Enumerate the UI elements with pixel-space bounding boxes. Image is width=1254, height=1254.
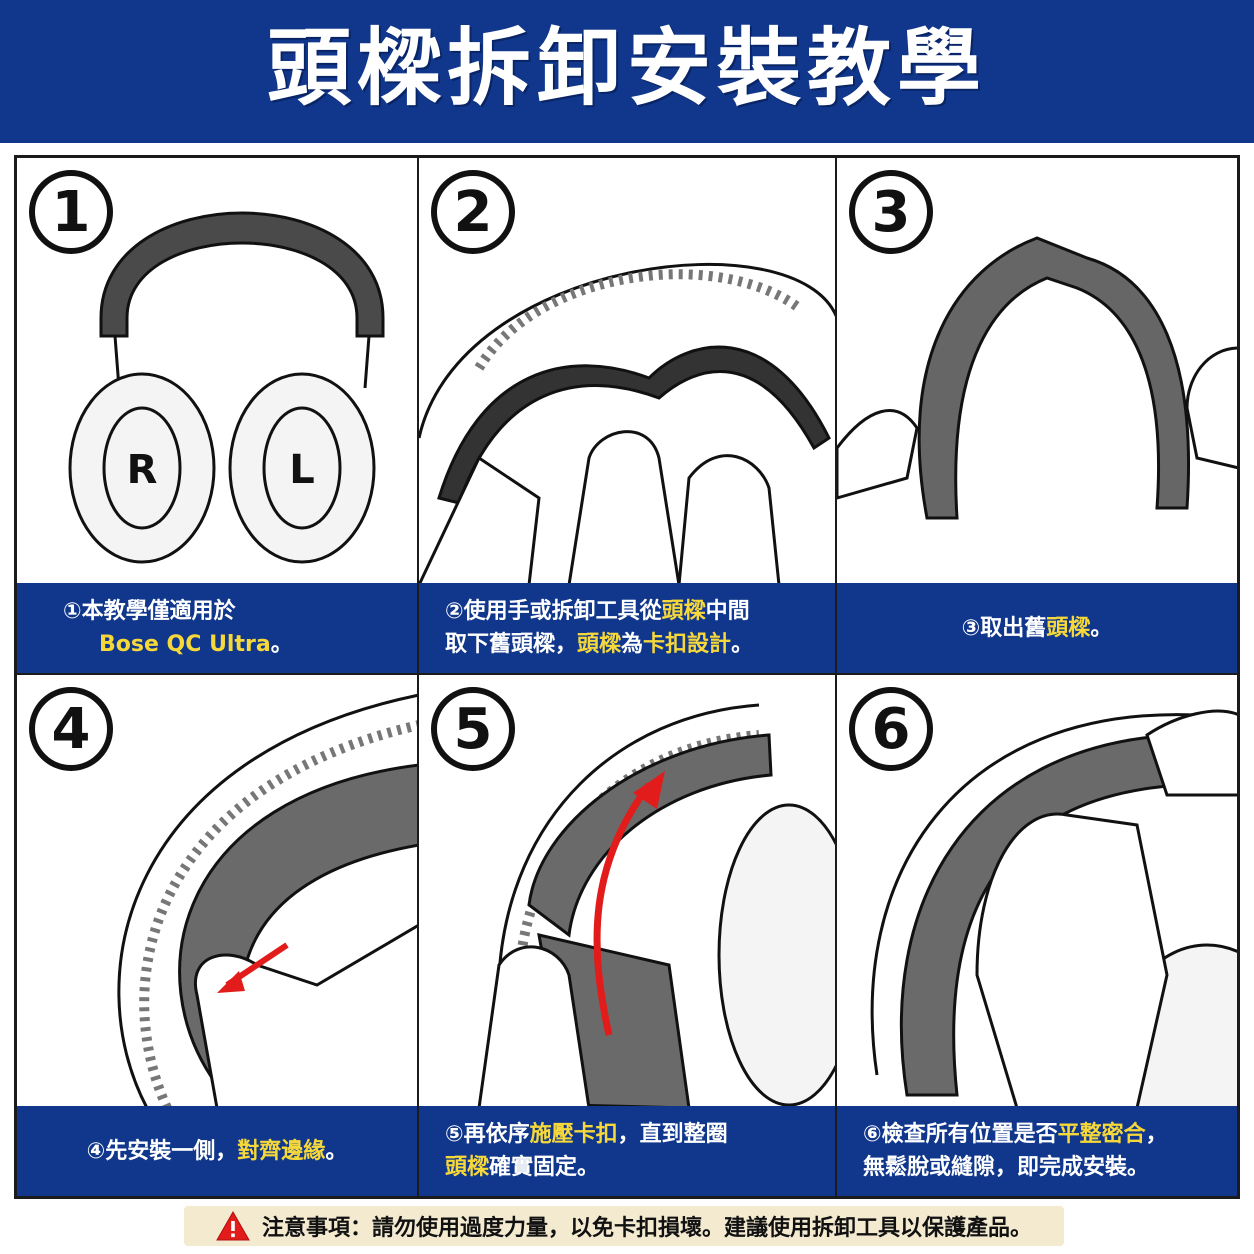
caption-text: 取下舊頭樑， xyxy=(445,632,578,657)
press-clips-illustration xyxy=(477,703,835,1108)
step-panel-2: 2 ②使用手或拆卸工具從頭樑中間 取下舊頭樑，頭樑為卡扣設計。 xyxy=(418,157,836,674)
caption-text: 。 xyxy=(1090,615,1113,641)
caption-line-1: ④先安裝一側，對齊邊緣。 xyxy=(87,1135,348,1168)
highlight-text: 平整密合 xyxy=(1057,1122,1146,1147)
caption-line-1: ②使用手或拆卸工具從頭樑中間 xyxy=(445,595,809,628)
step-panel-1: R L 1 ①本教學僅適用於 Bose QC Ultra。 xyxy=(16,157,418,674)
caption-line-1: ③取出舊頭樑。 xyxy=(962,612,1113,645)
caption-text: ⑤再依序 xyxy=(445,1122,530,1147)
step-caption-5: ⑤再依序施壓卡扣，直到整圈 頭樑確實固定。 xyxy=(419,1106,835,1196)
caption-text: 無鬆脫或縫隙，即完成安裝。 xyxy=(863,1155,1150,1180)
caption-text: ③取出舊 xyxy=(961,615,1047,641)
highlight-text: 對齊邊緣 xyxy=(237,1138,326,1164)
step-number-3: 3 xyxy=(849,170,933,254)
step-number-1: 1 xyxy=(29,170,113,254)
caption-text: 為 xyxy=(621,632,644,657)
caption-text: 。 xyxy=(325,1138,348,1164)
step-caption-1: ①本教學僅適用於 Bose QC Ultra。 xyxy=(17,583,417,673)
caption-line-2: 無鬆脫或縫隙，即完成安裝。 xyxy=(863,1151,1211,1184)
page-header: 頭樑拆卸安裝教學 xyxy=(0,0,1254,143)
caption-text: ④先安裝一側， xyxy=(86,1138,238,1164)
caption-text: 確實固定。 xyxy=(489,1155,600,1180)
caption-text: ，直到整圈 xyxy=(617,1122,728,1147)
steps-grid: R L 1 ①本教學僅適用於 Bose QC Ultra。 2 ②使用手或拆卸工… xyxy=(14,155,1240,1199)
caption-line-2: Bose QC Ultra。 xyxy=(63,628,391,661)
install-one-side-illustration xyxy=(117,693,417,1108)
caption-text: ①本教學僅適用於 xyxy=(63,599,236,624)
old-headband-illustration xyxy=(837,236,1237,520)
caption-text: 中間 xyxy=(705,599,750,624)
step-caption-3: ③取出舊頭樑。 xyxy=(837,583,1237,673)
step-caption-2: ②使用手或拆卸工具從頭樑中間 取下舊頭樑，頭樑為卡扣設計。 xyxy=(419,583,835,673)
step-number-6: 6 xyxy=(849,687,933,771)
warning-triangle-icon xyxy=(216,1211,250,1241)
caption-text: ， xyxy=(1145,1122,1168,1147)
highlight-text: 頭樑 xyxy=(445,1155,490,1180)
step-panel-6: 6 ⑥檢查所有位置是否平整密合， 無鬆脫或縫隙，即完成安裝。 xyxy=(836,674,1238,1197)
caption-text: 。 xyxy=(731,632,754,657)
highlight-text: 施壓卡扣 xyxy=(529,1122,618,1147)
caption-text: ⑥檢查所有位置是否 xyxy=(863,1122,1058,1147)
step-panel-3: 3 ③取出舊頭樑。 xyxy=(836,157,1238,674)
caption-line-1: ⑥檢查所有位置是否平整密合， xyxy=(863,1118,1211,1151)
caption-line-2: 取下舊頭樑，頭樑為卡扣設計。 xyxy=(445,628,809,661)
check-fit-illustration xyxy=(870,709,1237,1108)
ear-label-right: R xyxy=(127,447,158,493)
step-caption-4: ④先安裝一側，對齊邊緣。 xyxy=(17,1106,417,1196)
highlight-text: 卡扣設計 xyxy=(643,632,732,657)
highlight-text: 頭樑 xyxy=(1046,615,1091,641)
step-number-2: 2 xyxy=(431,170,515,254)
headphones-illustration: R L xyxy=(68,211,385,564)
ear-label-left: L xyxy=(289,447,315,493)
product-name-highlight: Bose QC Ultra xyxy=(99,632,271,657)
notice-banner: 注意事項：請勿使用過度力量，以免卡扣損壞。建議使用拆卸工具以保護產品。 xyxy=(184,1206,1064,1246)
highlight-text: 頭樑 xyxy=(661,599,706,624)
caption-line-1: ⑤再依序施壓卡扣，直到整圈 xyxy=(445,1118,809,1151)
page-title: 頭樑拆卸安裝教學 xyxy=(266,19,987,117)
caption-text: 。 xyxy=(270,632,293,657)
highlight-text: 頭樑 xyxy=(577,632,622,657)
caption-line-2: 頭樑確實固定。 xyxy=(445,1151,809,1184)
remove-headband-illustration xyxy=(419,262,835,585)
step-panel-4: 4 ④先安裝一側，對齊邊緣。 xyxy=(16,674,418,1197)
step-number-5: 5 xyxy=(431,687,515,771)
caption-line-1: ①本教學僅適用於 xyxy=(63,595,391,628)
caption-text: ②使用手或拆卸工具從 xyxy=(445,599,662,624)
step-caption-6: ⑥檢查所有位置是否平整密合， 無鬆脫或縫隙，即完成安裝。 xyxy=(837,1106,1237,1196)
step-number-4: 4 xyxy=(29,687,113,771)
notice-text: 注意事項：請勿使用過度力量，以免卡扣損壞。建議使用拆卸工具以保護產品。 xyxy=(261,1216,1032,1241)
step-panel-5: 5 ⑤再依序施壓卡扣，直到整圈 頭樑確實固定。 xyxy=(418,674,836,1197)
